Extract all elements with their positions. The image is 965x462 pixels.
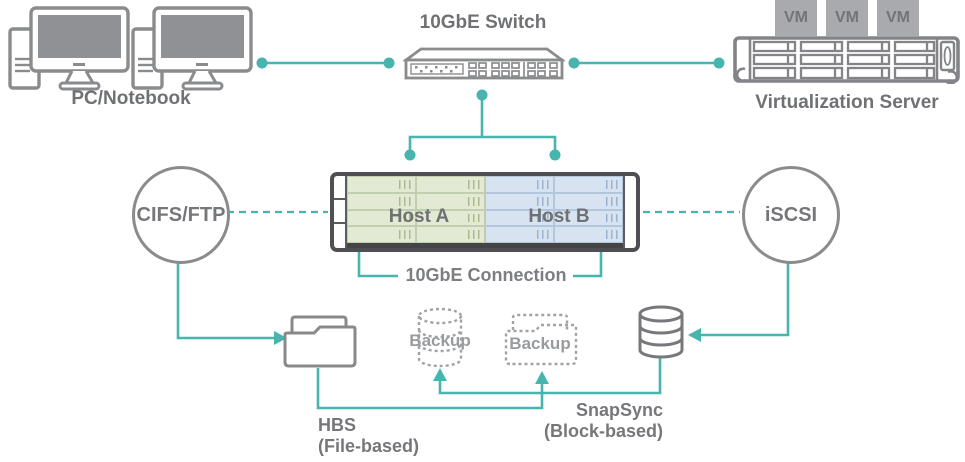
switch-led-ticks [415, 66, 458, 73]
cifs-to-folder-line [176, 258, 274, 340]
snapsync-backup-line [438, 357, 662, 395]
drive-tray [347, 209, 416, 227]
drive-tray [416, 176, 485, 193]
server-drive-bays [752, 40, 936, 80]
switch-label: 10GbE Switch [419, 12, 547, 33]
database-icon [638, 305, 684, 359]
nas-rack-ear-right [623, 176, 636, 248]
nas-rack-ear-left [334, 176, 347, 248]
drive-tray [347, 192, 416, 210]
drive-tray [416, 226, 485, 243]
backup-db-label: Backup [409, 331, 471, 350]
drive-tray [554, 209, 623, 227]
drive-tray [485, 226, 554, 243]
vm-badge: VM [877, 0, 919, 36]
drive-tray [347, 226, 416, 243]
switch-icon [403, 47, 565, 80]
arrowhead-up [433, 368, 447, 381]
switch-ports [468, 62, 558, 77]
connector-dot [713, 57, 725, 69]
pc-label: PC/Notebook [71, 88, 191, 109]
iscsi-node: iSCSI [742, 166, 840, 264]
drive-tray [485, 176, 554, 193]
hbs-title: HBS [318, 415, 357, 435]
iscsi-to-db-line [701, 258, 790, 337]
drive-tray [416, 209, 485, 227]
connector-dot [383, 57, 395, 69]
hbs-label: HBS (File-based) [318, 415, 419, 457]
drive-tray [485, 192, 554, 210]
host-a-label: Host A [388, 206, 450, 227]
connector-dot [568, 57, 580, 69]
arrowhead-left [688, 328, 701, 342]
connector-dot [256, 57, 268, 69]
cifs-ftp-label: CIFS/FTP [136, 203, 226, 226]
pc-icon [8, 6, 130, 91]
connector-dot [476, 89, 488, 101]
backup-folder-icon [504, 313, 578, 366]
backup-database-icon [417, 307, 463, 368]
snapsync-subtitle: (Block-based) [543, 421, 663, 441]
iscsi-label: iSCSI [764, 203, 818, 226]
snapsync-label: SnapSync (Block-based) [463, 400, 663, 442]
host-b-label: Host B [528, 206, 590, 227]
backup-folder-label: Backup [509, 334, 571, 353]
vm-label: VM [835, 9, 859, 26]
background-panel [745, 355, 965, 462]
connection-bracket-right [573, 251, 603, 278]
connector-dot [404, 149, 416, 161]
drive-tray [416, 192, 485, 210]
cifs-ftp-node: CIFS/FTP [132, 166, 230, 264]
nas-drive-bays [347, 176, 623, 248]
folder-icon [283, 315, 357, 368]
drive-tray [554, 226, 623, 243]
server-icon [733, 36, 960, 84]
pc-icon [131, 6, 253, 91]
vm-label: VM [784, 9, 808, 26]
vm-label: VM [886, 9, 910, 26]
connection-bracket-left [357, 251, 398, 278]
drive-tray [554, 192, 623, 210]
vm-badge: VM [826, 0, 868, 36]
drive-tray [347, 176, 416, 193]
connection-label: 10GbE Connection [405, 265, 567, 285]
hbs-subtitle: (File-based) [318, 436, 420, 456]
hbs-backup-line [316, 368, 544, 410]
drive-tray [554, 176, 623, 193]
nas-enclosure: Host A Host B [330, 172, 640, 252]
host-b-zone [485, 176, 623, 243]
vm-badge: VM [775, 0, 817, 36]
connector-dot [549, 149, 561, 161]
arrowhead-up [535, 371, 549, 384]
arrowhead-right [274, 331, 287, 345]
drive-tray [485, 209, 554, 227]
host-a-zone [347, 176, 485, 243]
server-label: Virtualization Server [755, 92, 939, 113]
snapsync-title: SnapSync [575, 400, 663, 420]
